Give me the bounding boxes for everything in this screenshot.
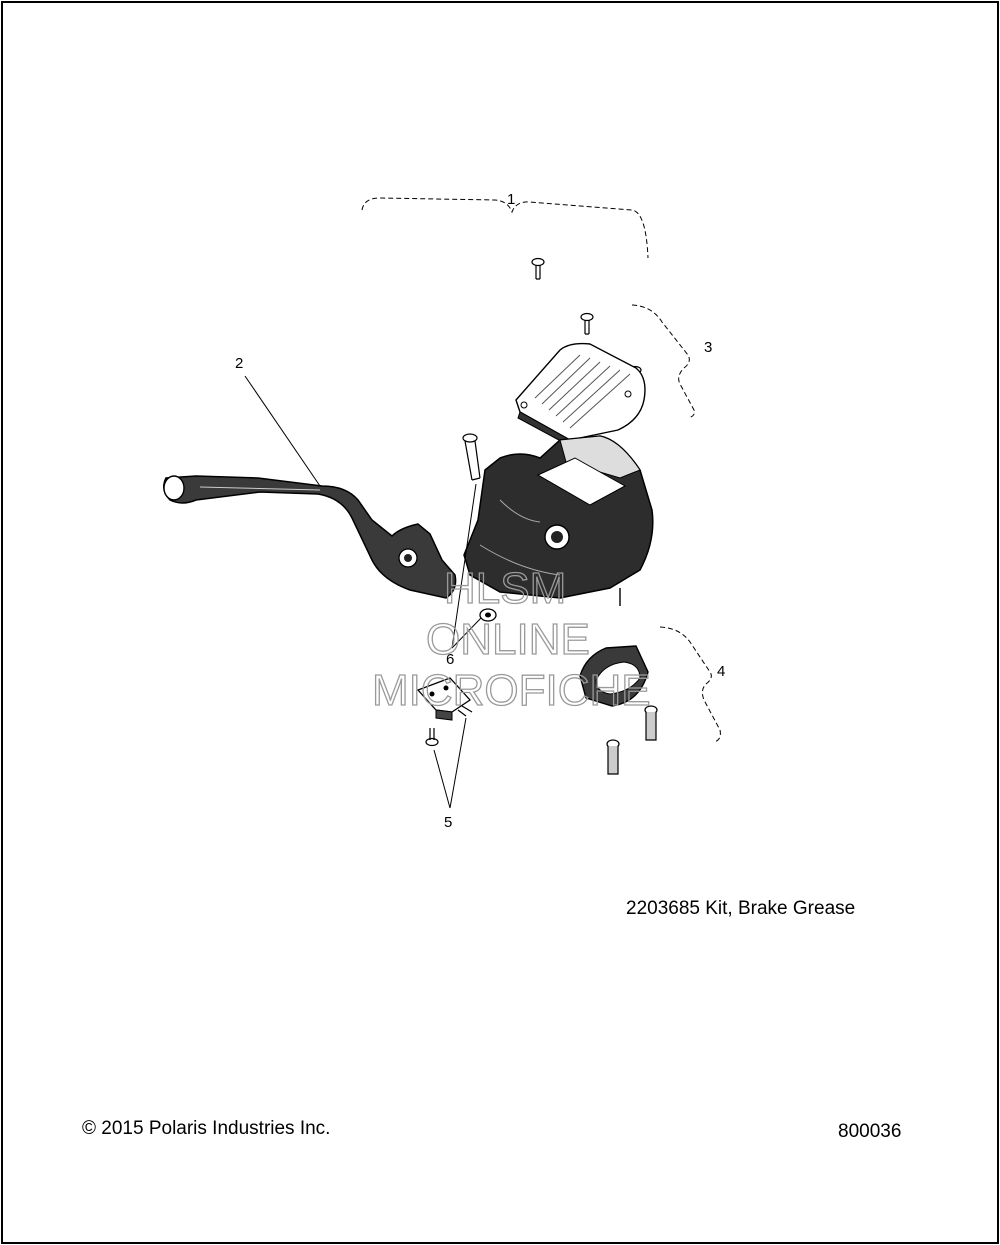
reservoir-cover [515,342,646,447]
switch-screw [425,728,439,747]
master-cylinder-body [463,435,654,606]
callout-2: 2 [235,355,243,372]
svg-text:HLSM: HLSM [444,564,566,613]
callout-6: 6 [446,651,454,668]
callout-4: 4 [717,663,725,680]
kit-note: 2203685 Kit, Brake Grease [626,898,856,919]
callout-1: 1 [507,191,515,208]
svg-text:MICROFICHE: MICROFICHE [372,666,651,715]
copyright-text: © 2015 Polaris Industries Inc. [82,1118,331,1139]
leader-item-2 [244,375,321,487]
pivot-bolt [462,433,481,481]
drawing-number: 800036 [838,1121,902,1142]
svg-text:ONLINE: ONLINE [426,615,590,664]
bracket-item-4 [659,626,721,743]
bracket-item-3 [631,304,695,419]
callout-3: 3 [704,339,712,356]
bracket-item-1 [361,197,649,259]
leaders-item-6 [451,483,482,649]
handlebar-clamp [579,645,649,707]
watermark: HLSM ONLINE MICROFICHE [371,563,651,715]
brake-lever [163,475,457,599]
brake-switch [416,677,473,721]
grommet [479,608,497,622]
leaders-item-5 [433,717,467,809]
clamp-bolts [606,705,658,775]
callout-5: 5 [444,814,452,831]
